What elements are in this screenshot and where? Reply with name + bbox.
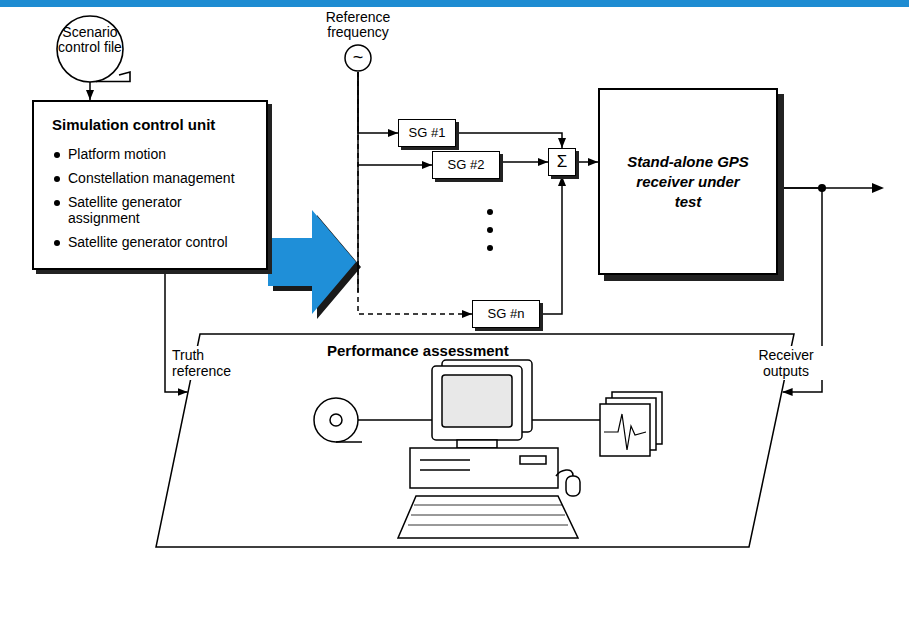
function-item: Constellation management — [68, 170, 252, 186]
generator-label: SG #1 — [409, 124, 446, 142]
key-row — [411, 515, 565, 516]
signal-connector — [576, 161, 598, 163]
bullet-item: Satellite generator assignment — [52, 194, 252, 226]
signal-generator-box: SG #2 — [432, 151, 500, 179]
signal-generator-box: SG #n — [472, 300, 540, 328]
generator-label: SG #n — [488, 305, 525, 323]
function-item: Satellite generator control — [68, 234, 252, 250]
data-wire — [522, 419, 600, 421]
tape-reel-icon — [314, 398, 362, 442]
top-bar — [0, 0, 909, 7]
scenario-file-symbol: Scenario control file — [56, 14, 132, 90]
file-label: Scenario control file — [58, 25, 122, 55]
ellipsis-dot — [487, 227, 493, 233]
bullet-dot — [54, 200, 60, 206]
bullet-dot — [54, 240, 60, 246]
bullet-item: Constellation management — [52, 170, 252, 186]
signal-connector — [89, 82, 91, 100]
signal-connector — [456, 133, 562, 148]
control-unit-box: Simulation control unitPlatform motionCo… — [32, 100, 268, 270]
bullet-item: Platform motion — [52, 146, 252, 162]
function-item: Platform motion — [68, 146, 252, 162]
oscillator-ring: ~ — [344, 44, 372, 72]
output-arrowhead — [872, 183, 884, 193]
computer-icon — [398, 360, 580, 538]
ellipsis-dot — [487, 245, 493, 251]
sine-symbol: ~ — [344, 44, 372, 70]
box-heading: Simulation control unit — [52, 116, 252, 134]
connector-label: Receiver outputs — [748, 346, 824, 380]
plot-display-icon — [600, 392, 662, 456]
control-arrow — [268, 210, 356, 314]
assessment-panel: Performance assessment — [155, 333, 795, 548]
signal-connector — [358, 72, 398, 133]
signal-connector — [500, 161, 548, 163]
sum-symbol: Σ — [557, 153, 568, 171]
bullet-dot — [54, 152, 60, 158]
data-wire — [358, 419, 432, 421]
bullet-dot — [54, 176, 60, 182]
signal-connector — [358, 72, 472, 314]
generator-label: SG #2 — [448, 156, 485, 174]
oscillator-label: Reference frequency — [318, 10, 398, 40]
key-row — [414, 505, 562, 506]
receiver-box: Stand-alone GPS receiver under test — [598, 88, 778, 275]
panel-outline — [155, 333, 795, 548]
bullet-item: Satellite generator control — [52, 234, 252, 250]
signal-generator-box: SG #1 — [398, 119, 456, 147]
function-item: Satellite generator assignment — [68, 194, 252, 226]
summing-junction: Σ — [548, 148, 576, 176]
key-row — [408, 525, 568, 526]
panel-title: Performance assessment — [327, 342, 509, 359]
signal-connector — [540, 176, 562, 314]
receiver-label: Stand-alone GPS receiver under test — [623, 152, 753, 212]
connector-label: Truth reference — [170, 346, 248, 380]
keyboard-keys — [408, 505, 568, 525]
reference-oscillator: Reference frequency ~ — [318, 10, 398, 72]
ellipsis-dot — [487, 209, 493, 215]
